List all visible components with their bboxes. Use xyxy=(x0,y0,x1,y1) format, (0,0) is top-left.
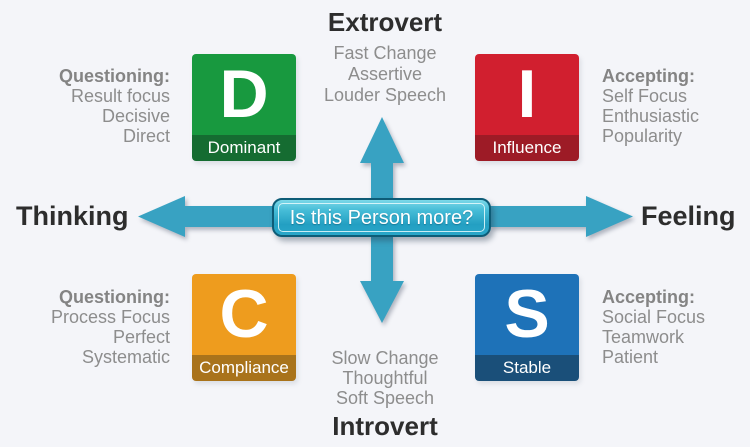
compliance-traits-block: Questioning: Process Focus Perfect Syste… xyxy=(0,287,170,367)
introvert-trait: Slow Change xyxy=(331,348,439,368)
compliance-trait: Systematic xyxy=(81,347,170,367)
left-arrow-icon xyxy=(138,196,274,237)
stable-trait: Social Focus xyxy=(602,307,706,327)
compliance-tile: C Compliance xyxy=(192,274,296,381)
introvert-trait: Thoughtful xyxy=(342,368,428,388)
stable-traits-block: Accepting: Social Focus Teamwork Patient xyxy=(602,287,750,367)
dominant-trait: Decisive xyxy=(101,106,170,126)
compliance-tile-label: Compliance xyxy=(199,358,289,377)
influence-tile-body: I xyxy=(475,54,579,135)
up-arrow-icon xyxy=(360,117,404,200)
dominant-letter: D xyxy=(219,55,269,132)
stable-tile-body: S xyxy=(475,274,579,355)
dominant-traits-block: Questioning: Result focus Decisive Direc… xyxy=(0,66,170,146)
compliance-tile-strip: Compliance xyxy=(192,355,296,381)
stable-tile-label: Stable xyxy=(502,358,552,377)
stable-tile: S Stable xyxy=(475,274,579,381)
dominant-traits-heading: Questioning: xyxy=(59,66,170,86)
compliance-trait: Process Focus xyxy=(50,307,170,327)
compliance-tile-body: C xyxy=(192,274,296,355)
stable-traits-heading: Accepting: xyxy=(602,287,696,307)
dominant-trait: Result focus xyxy=(70,86,170,106)
down-arrow-icon xyxy=(360,236,404,323)
feeling-label: Feeling xyxy=(641,201,736,231)
introvert-trait: Soft Speech xyxy=(335,388,435,408)
thinking-label: Thinking xyxy=(16,201,129,231)
influence-letter: I xyxy=(517,55,537,132)
dominant-tile-strip: Dominant xyxy=(192,135,296,161)
influence-traits-heading: Accepting: xyxy=(602,66,696,86)
right-arrow-icon xyxy=(490,196,633,237)
stable-letter: S xyxy=(504,275,550,352)
stable-trait: Patient xyxy=(602,347,659,367)
dominant-tile-label: Dominant xyxy=(207,138,281,157)
compliance-trait: Perfect xyxy=(112,327,170,347)
extrovert-label: Extrovert xyxy=(327,7,443,37)
influence-tile-label: Influence xyxy=(492,138,562,157)
introvert-axis-block: Slow Change Thoughtful Soft Speech Intro… xyxy=(270,348,500,440)
stable-tile-strip: Stable xyxy=(475,355,579,381)
dominant-trait: Direct xyxy=(122,126,170,146)
extrovert-trait: Fast Change xyxy=(333,43,437,63)
center-question-button[interactable]: Is this Person more? xyxy=(272,198,491,237)
extrovert-axis-block: Extrovert Fast Change Assertive Louder S… xyxy=(270,8,500,106)
extrovert-trait: Louder Speech xyxy=(323,85,447,105)
stable-trait: Teamwork xyxy=(602,327,685,347)
influence-tile: I Influence xyxy=(475,54,579,161)
influence-trait: Enthusiastic xyxy=(602,106,700,126)
influence-trait: Popularity xyxy=(602,126,683,146)
influence-traits-block: Accepting: Self Focus Enthusiastic Popul… xyxy=(602,66,750,146)
dominant-tile: D Dominant xyxy=(192,54,296,161)
introvert-label: Introvert xyxy=(332,411,438,441)
extrovert-trait: Assertive xyxy=(347,64,423,84)
influence-trait: Self Focus xyxy=(602,86,688,106)
influence-tile-strip: Influence xyxy=(475,135,579,161)
dominant-tile-body: D xyxy=(192,54,296,135)
compliance-traits-heading: Questioning: xyxy=(59,287,170,307)
center-question-label: Is this Person more? xyxy=(289,206,474,229)
compliance-letter: C xyxy=(219,275,269,352)
